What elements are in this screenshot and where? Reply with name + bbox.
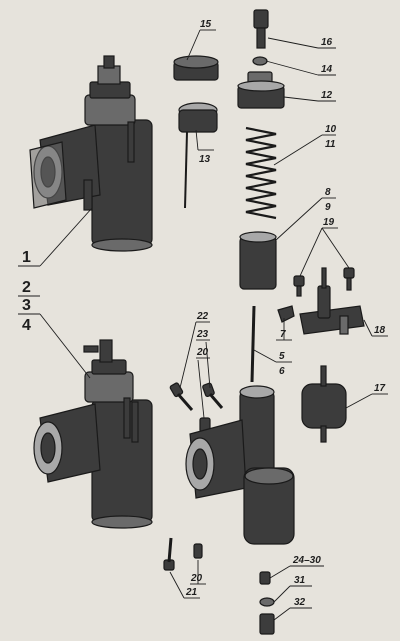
label-2: 2	[22, 279, 31, 296]
label-24-30: 24–30	[292, 555, 321, 566]
carburetor-body	[185, 385, 295, 545]
part-12-top-cap	[237, 71, 285, 109]
part-14-washer	[252, 56, 268, 66]
label-15: 15	[200, 19, 212, 30]
label-1: 1	[22, 249, 31, 266]
label-17: 17	[374, 383, 386, 394]
part-15-cap-nut	[173, 55, 219, 81]
part-31-washer	[259, 597, 275, 607]
label-19: 19	[323, 217, 335, 228]
part-8-9-slide-cylinder	[239, 231, 277, 290]
label-32: 32	[294, 597, 306, 608]
label-21: 21	[185, 587, 198, 598]
label-11: 11	[325, 139, 336, 150]
label-18: 18	[374, 325, 386, 336]
carburetor-assembled-bottom	[33, 339, 153, 529]
label-13: 13	[199, 154, 211, 165]
label-20-lower: 20	[190, 573, 203, 584]
label-9: 9	[325, 202, 331, 213]
part-20-spring-lower	[193, 543, 203, 559]
label-20-upper: 20	[196, 347, 209, 358]
label-10: 10	[325, 124, 337, 135]
part-10-11-spring	[245, 126, 277, 220]
part-19-screws	[293, 267, 355, 297]
label-4: 4	[22, 317, 31, 334]
label-5: 5	[279, 351, 285, 362]
part-labels: 15 16 14 12 13 10 11 8 9 19 1 2 3 4 22 2…	[22, 19, 386, 608]
part-18-float-cover	[299, 267, 365, 335]
leader-lines	[18, 29, 388, 621]
carburetor-assembled-top	[29, 55, 153, 252]
label-6: 6	[279, 366, 285, 377]
part-17-float	[301, 365, 347, 443]
part-13-throttle-slide	[178, 102, 218, 209]
part-32-nut	[259, 613, 275, 635]
label-14: 14	[321, 64, 333, 75]
part-22-screw	[169, 382, 194, 411]
label-12: 12	[321, 90, 333, 101]
label-23: 23	[196, 329, 209, 340]
part-24-30-jet	[259, 571, 271, 585]
label-31: 31	[294, 575, 306, 586]
label-8: 8	[325, 187, 331, 198]
part-7-clip	[277, 305, 295, 323]
part-23-screw	[202, 382, 224, 409]
label-22: 22	[196, 311, 209, 322]
part-16-screw	[253, 9, 269, 49]
label-16: 16	[321, 37, 333, 48]
part-21-screw	[163, 537, 175, 571]
label-3: 3	[22, 297, 31, 314]
label-7: 7	[280, 329, 286, 340]
part-5-6-needle	[250, 305, 256, 383]
